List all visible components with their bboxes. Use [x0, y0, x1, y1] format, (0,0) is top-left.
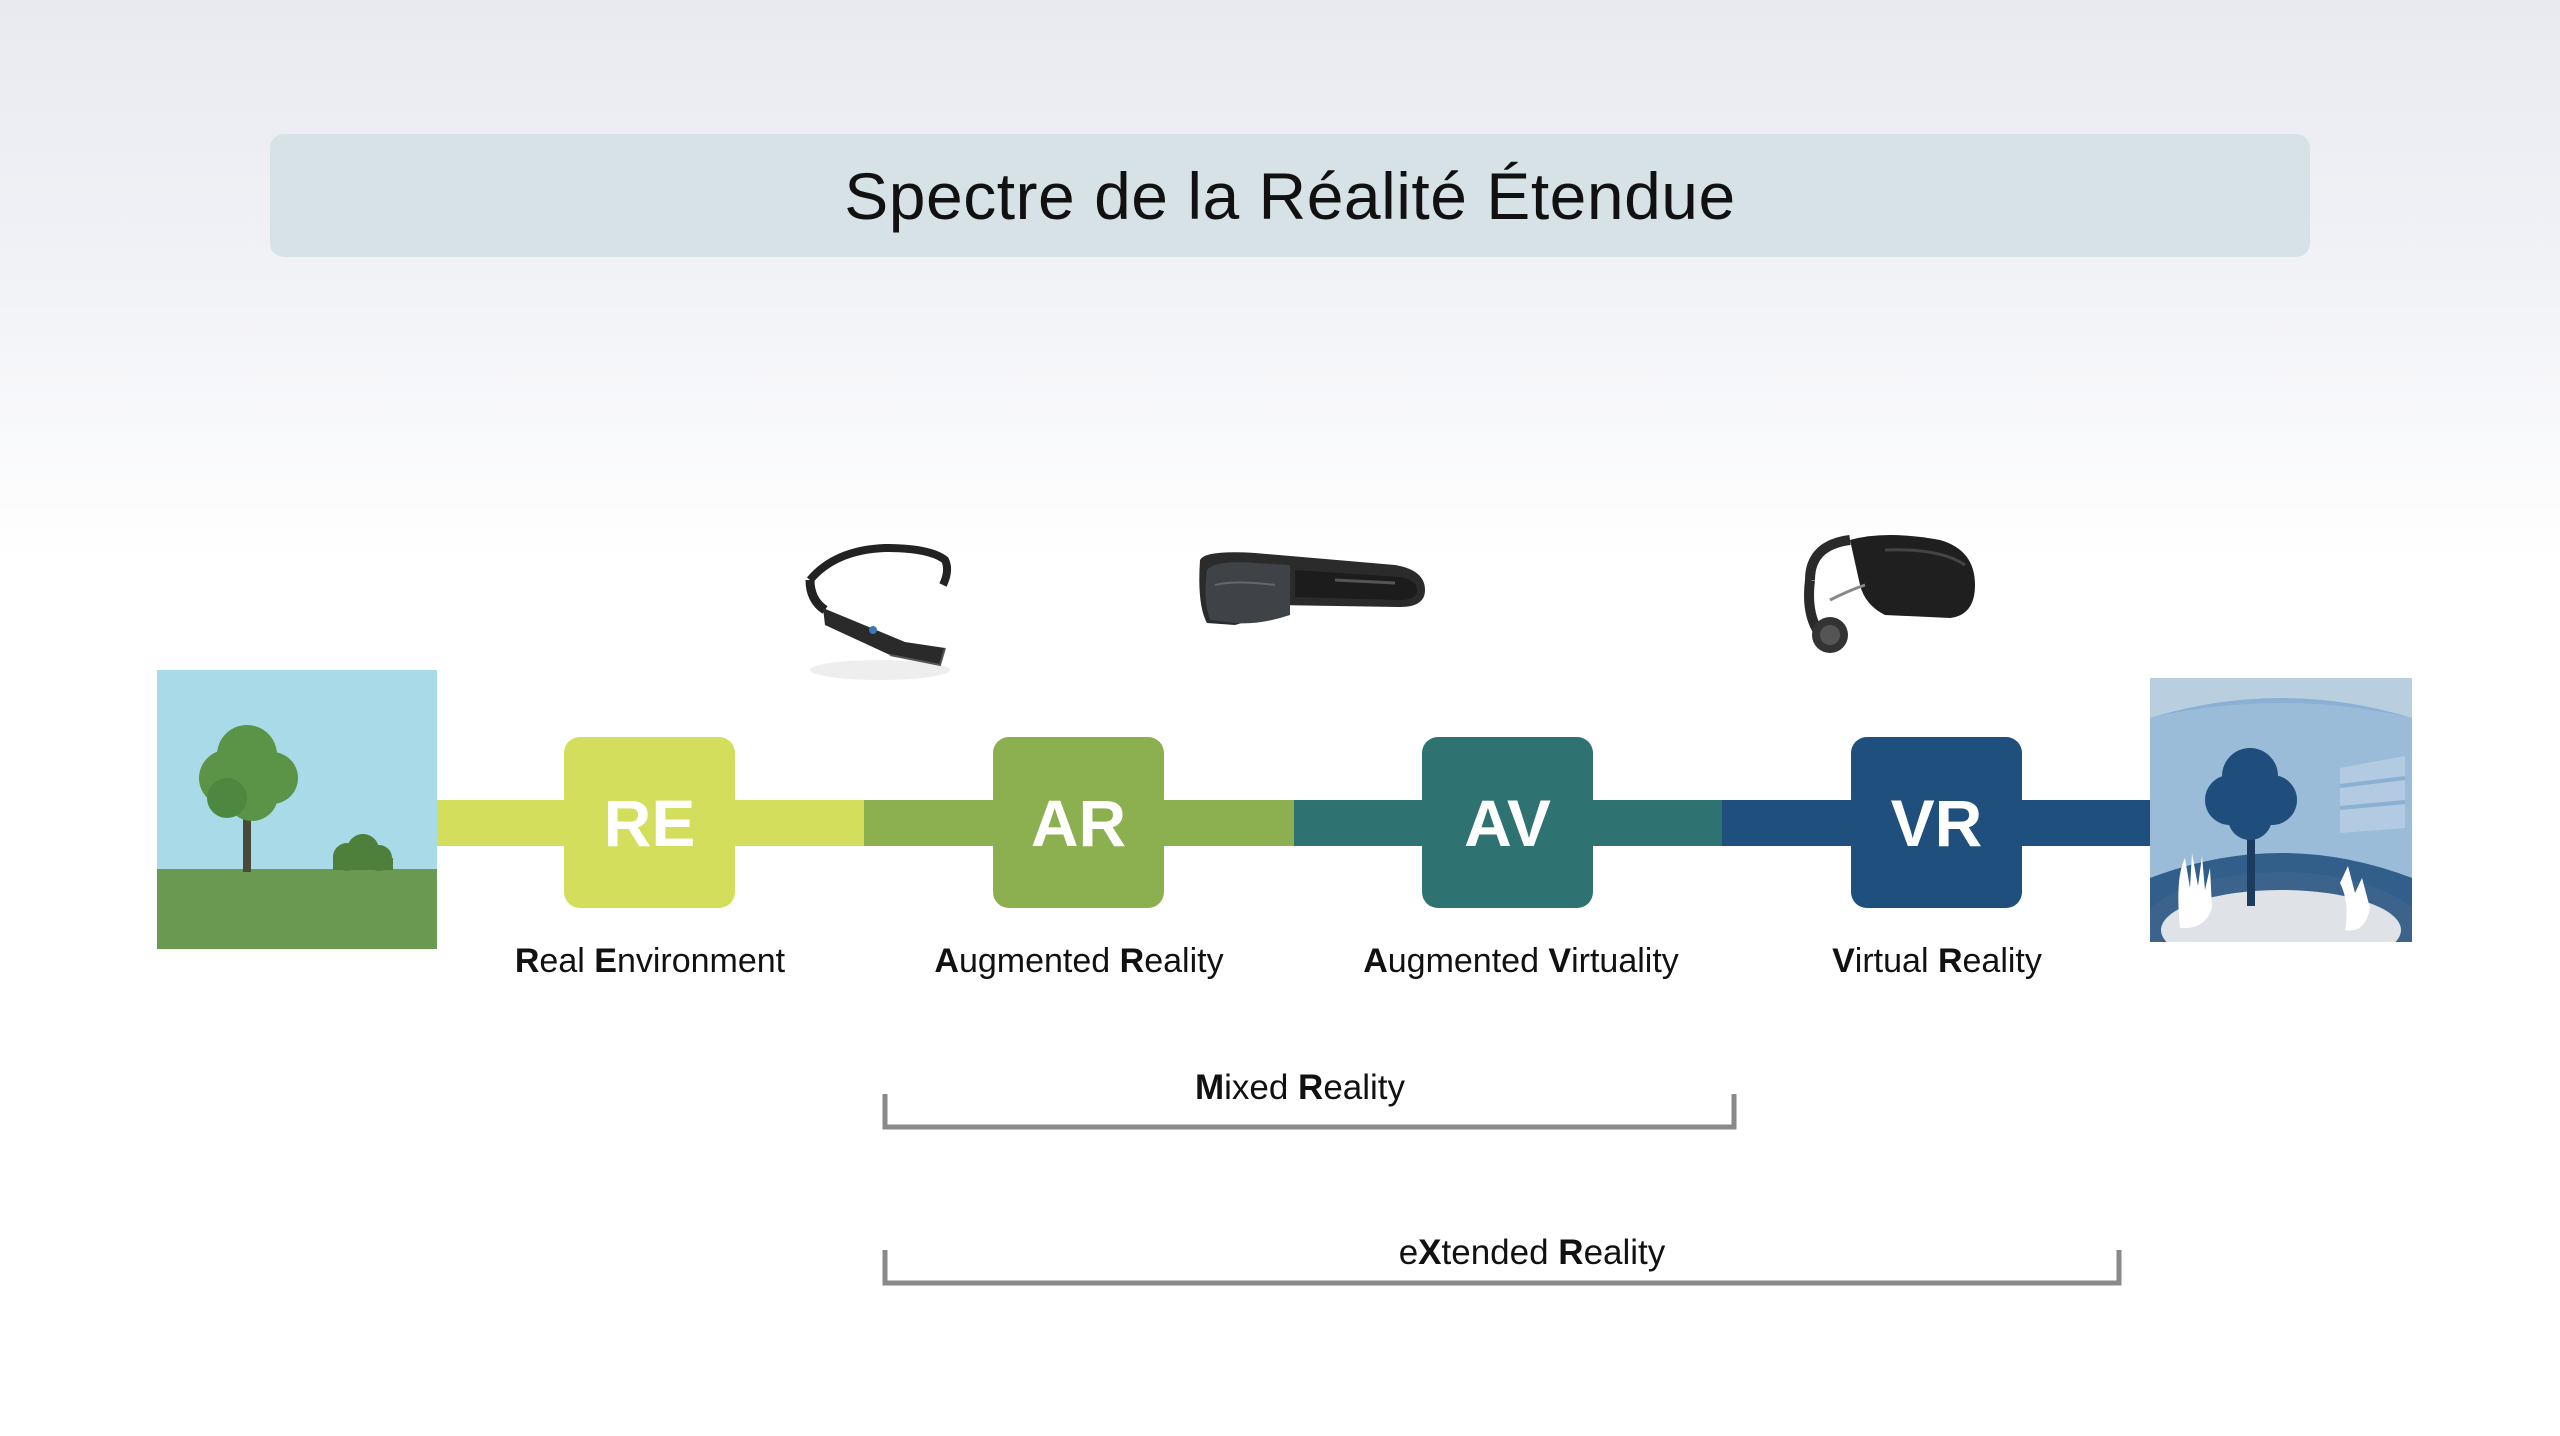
stage-box-re: RE [564, 737, 735, 908]
stage-box-av: AV [1422, 737, 1593, 908]
stage-abbr-av: AV [1464, 785, 1551, 860]
stage-abbr-ar: AR [1030, 785, 1127, 860]
extended-reality-label: eXtended Reality [1398, 1233, 1666, 1272]
stage-abbr-vr: VR [1890, 785, 1983, 860]
page-title: Spectre de la Réalité Étendue [844, 158, 1736, 233]
stage-caption-re: Real Environment [514, 942, 786, 980]
title-banner: Spectre de la Réalité Étendue [270, 134, 2310, 257]
real-environment-scene-icon [157, 670, 437, 949]
vr-headset-icon [1804, 535, 1975, 653]
stage-caption-ar: Augmented Reality [934, 942, 1224, 980]
stage-caption-vr: Virtual Reality [1832, 942, 2042, 980]
mixed-reality-label: Mixed Reality [1194, 1068, 1406, 1107]
mixed-reality-bracket [882, 1094, 1737, 1130]
smart-glasses-icon [805, 543, 952, 680]
stage-box-vr: VR [1851, 737, 2022, 908]
stage-abbr-re: RE [603, 785, 696, 860]
extended-reality-bracket [882, 1250, 2122, 1286]
virtual-environment-scene-icon [2150, 678, 2412, 942]
stage-caption-av: Augmented Virtuality [1363, 942, 1679, 980]
hololens-headset-icon [1199, 552, 1425, 625]
stage-box-ar: AR [993, 737, 1164, 908]
